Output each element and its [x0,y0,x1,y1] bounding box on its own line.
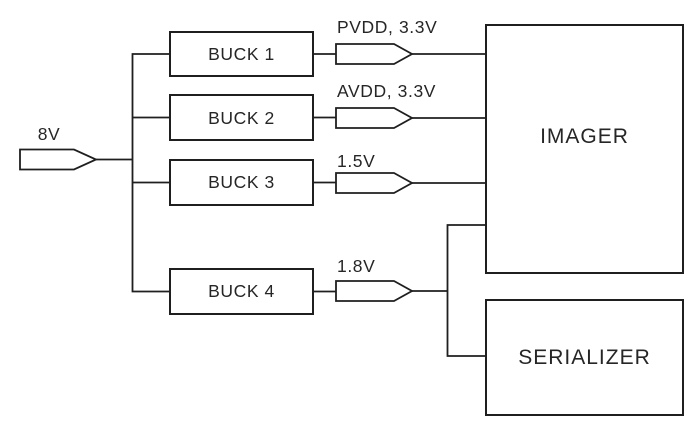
serializer-label: SERIALIZER [518,346,651,369]
buck4-label: BUCK 4 [208,281,275,301]
wire-1v8-branch [446,224,486,357]
imager-box [485,24,684,274]
rail-1v8-label: 1.8V [337,256,375,276]
buck2-label: BUCK 2 [208,108,275,128]
input-arrow-icon [19,148,99,171]
rail-1v8-arrow-icon [335,280,414,302]
avdd-rail-label: AVDD, 3.3V [337,81,436,101]
imager-label: IMAGER [540,125,629,148]
labels: 8V BUCK 1 BUCK 2 BUCK 3 BUCK 4 PVDD, 3.3… [38,17,651,369]
wires [96,53,486,357]
rail-1v5-arrow-icon [335,172,414,194]
rail-arrows [19,43,414,302]
buck3-label: BUCK 3 [208,172,275,192]
rail-1v5-label: 1.5V [337,151,375,171]
buck3-box [169,159,314,206]
input-rail-label: 8V [38,124,61,144]
buck4-box [169,268,314,315]
serializer-box [485,299,684,416]
pvdd-rail-label: PVDD, 3.3V [337,17,437,37]
wire-bus [131,53,170,293]
avdd-arrow-icon [335,107,414,129]
buck2-box [169,94,314,141]
blocks [169,24,684,416]
buck1-box [169,31,314,77]
pvdd-arrow-icon [335,43,414,65]
buck1-label: BUCK 1 [208,44,275,64]
